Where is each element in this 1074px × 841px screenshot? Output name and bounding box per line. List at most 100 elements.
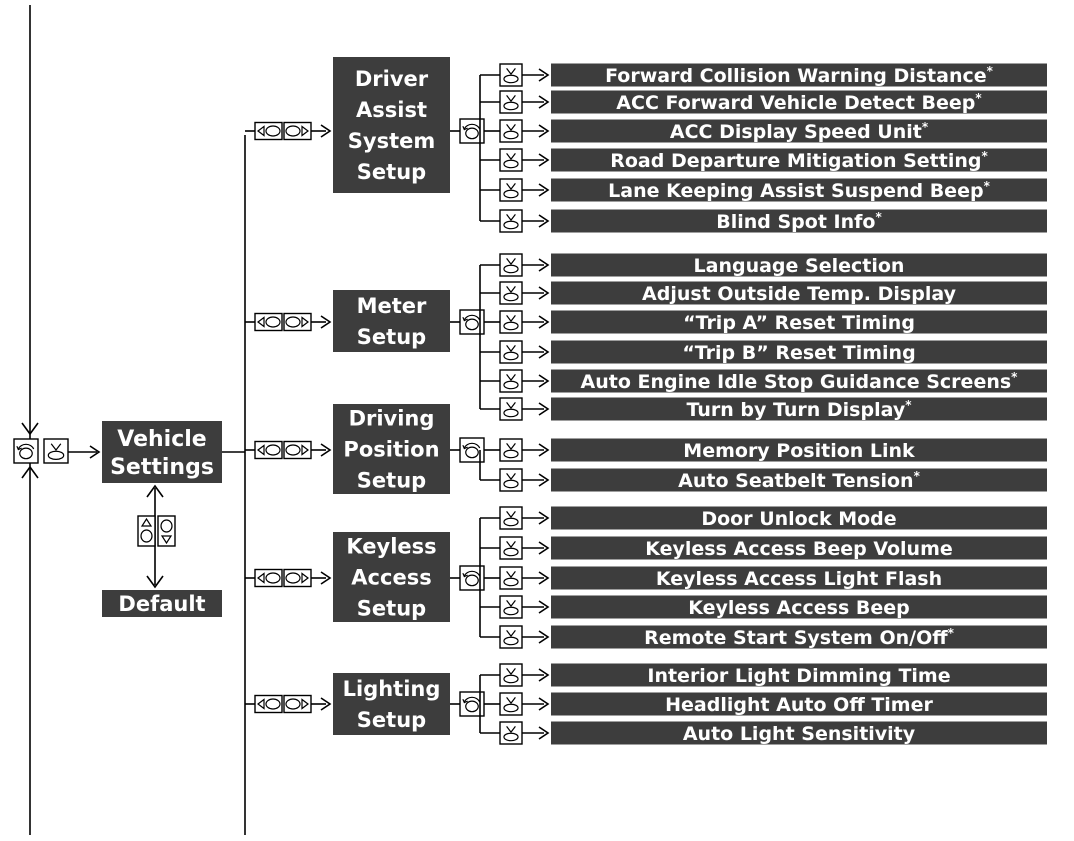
- menu-item[interactable]: Turn by Turn Display*: [551, 397, 1047, 422]
- default-label: Default: [118, 592, 205, 616]
- icon-rotate-tip: [462, 572, 468, 578]
- menu-item-text: “Trip A” Reset Timing: [683, 312, 915, 334]
- menu-item-background: [551, 663, 1047, 687]
- menu-item[interactable]: ACC Display Speed Unit*: [551, 119, 1047, 144]
- icon-press-arrow: [506, 258, 516, 266]
- icon-knob-up: [140, 529, 153, 543]
- icon-knob: [503, 479, 519, 489]
- menu-item-text: ACC Display Speed Unit: [670, 121, 922, 143]
- menu-item-label: “Trip A” Reset Timing: [683, 312, 915, 334]
- menu-item-label: Language Selection: [694, 255, 905, 277]
- icon-knob-left: [265, 572, 281, 584]
- menu-item[interactable]: Door Unlock Mode: [551, 506, 1047, 531]
- menu-item[interactable]: Headlight Auto Off Timer: [551, 692, 1047, 717]
- menu-item[interactable]: Keyless Access Beep Volume: [551, 536, 1047, 561]
- menu-item-label: Keyless Access Beep: [688, 597, 910, 619]
- press-enter-icon: [499, 340, 523, 364]
- item-arrowhead: [538, 315, 550, 329]
- scroll-left-right-icon: [254, 694, 312, 714]
- menu-item-text: Turn by Turn Display: [686, 399, 905, 421]
- group-box-4-label: Lighting: [343, 677, 441, 701]
- menu-item[interactable]: Auto Seatbelt Tension*: [551, 468, 1047, 493]
- group-arrowhead: [320, 697, 332, 711]
- icon-right-triangle: [301, 125, 309, 137]
- icon-frame-right: [283, 121, 312, 141]
- asterisk-mark: *: [905, 398, 912, 412]
- menu-item[interactable]: Auto Engine Idle Stop Guidance Screens*: [551, 369, 1047, 394]
- menu-item-text: Headlight Auto Off Timer: [665, 694, 933, 716]
- asterisk-mark: *: [914, 469, 921, 483]
- menu-item[interactable]: Adjust Outside Temp. Display: [551, 281, 1047, 306]
- rotate-back-icon: [459, 437, 485, 463]
- icon-knob: [19, 447, 33, 460]
- icon-knob-right: [285, 316, 301, 328]
- menu-item-background: [551, 506, 1047, 530]
- icon-knob: [465, 318, 479, 331]
- press-enter-icon: [499, 625, 523, 649]
- asterisk-mark: *: [1011, 370, 1018, 384]
- icon-rotate-arc: [463, 442, 481, 449]
- menu-item[interactable]: Language Selection: [551, 253, 1047, 278]
- menu-item-text: Auto Light Sensitivity: [683, 723, 916, 745]
- menu-item-text: Auto Engine Idle Stop Guidance Screens: [581, 371, 1012, 393]
- menu-item-text: Keyless Access Beep Volume: [645, 538, 953, 560]
- icon-frame-left: [254, 694, 283, 714]
- menu-item-text: Adjust Outside Temp. Display: [642, 283, 957, 305]
- menu-item-background: [551, 119, 1047, 143]
- menu-item-background: [551, 595, 1047, 619]
- press-enter-icon: [499, 253, 523, 277]
- press-enter-icon: [499, 506, 523, 530]
- menu-item[interactable]: ACC Forward Vehicle Detect Beep*: [551, 90, 1047, 115]
- group-arrowhead: [320, 443, 332, 457]
- icon-knob: [503, 189, 519, 199]
- icon-press-arrow: [506, 286, 516, 294]
- icon-knob: [465, 574, 479, 587]
- menu-item[interactable]: Remote Start System On/Off*: [551, 625, 1047, 650]
- icon-frame-left: [254, 121, 283, 141]
- icon-frame-right: [283, 312, 312, 332]
- icon-press-arrow: [506, 600, 516, 608]
- menu-item-text: Lane Keeping Assist Suspend Beep: [608, 180, 983, 202]
- menu-item[interactable]: Keyless Access Light Flash: [551, 566, 1047, 591]
- press-enter-icon: [499, 566, 523, 590]
- press-enter-icon: [499, 310, 523, 334]
- menu-item[interactable]: Lane Keeping Assist Suspend Beep*: [551, 178, 1047, 203]
- menu-item[interactable]: “Trip A” Reset Timing: [551, 310, 1047, 335]
- scroll-left-right-icon: [254, 568, 312, 588]
- menu-item-background: [551, 721, 1047, 745]
- menu-item-text: Interior Light Dimming Time: [647, 665, 950, 687]
- icon-knob: [503, 732, 519, 742]
- menu-item-label: Memory Position Link: [683, 440, 915, 462]
- menu-item[interactable]: Keyless Access Beep: [551, 595, 1047, 620]
- icon-rotate-tip: [462, 316, 468, 322]
- menu-item[interactable]: Memory Position Link: [551, 438, 1047, 463]
- menu-item[interactable]: Blind Spot Info*: [551, 209, 1047, 234]
- icon-knob-right: [285, 698, 301, 710]
- icon-press-arrow: [506, 443, 516, 451]
- icon-frame-right: [283, 568, 312, 588]
- menu-item-text: Keyless Access Beep: [688, 597, 910, 619]
- icon-up-triangle: [140, 517, 153, 527]
- group-box-4-background: [333, 673, 450, 735]
- icon-press-arrow: [506, 124, 516, 132]
- return-arrow-down-tip: [21, 465, 39, 479]
- menu-item[interactable]: Road Departure Mitigation Setting*: [551, 148, 1047, 173]
- default-box[interactable]: Default: [102, 590, 222, 617]
- icon-rotate-arc: [463, 123, 481, 130]
- menu-item[interactable]: Auto Light Sensitivity: [551, 721, 1047, 746]
- icon-press-arrow: [506, 726, 516, 734]
- menu-item[interactable]: Interior Light Dimming Time: [551, 663, 1047, 688]
- press-enter-icon: [499, 369, 523, 393]
- menu-item-text: Forward Collision Warning Distance: [605, 65, 987, 87]
- menu-item[interactable]: “Trip B” Reset Timing: [551, 340, 1047, 365]
- icon-press-arrow: [506, 95, 516, 103]
- menu-item[interactable]: Forward Collision Warning Distance*: [551, 63, 1047, 88]
- icon-frame-down: [157, 515, 176, 547]
- menu-item-text: Road Departure Mitigation Setting: [610, 150, 981, 172]
